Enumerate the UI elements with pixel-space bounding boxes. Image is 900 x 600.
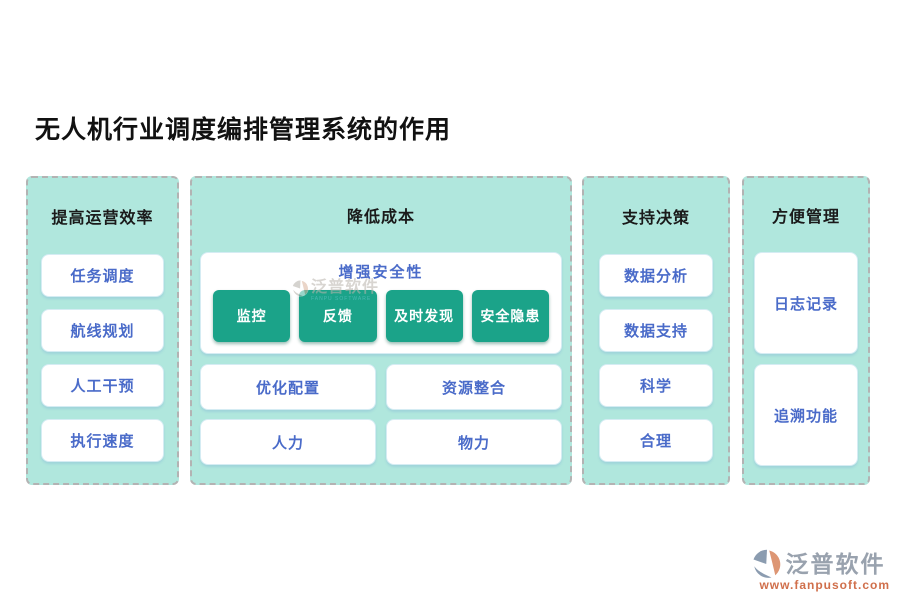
column-decision-support: 支持决策 数据分析 数据支持 科学 合理: [582, 176, 730, 485]
item-optimized-allocation: 优化配置: [200, 364, 376, 410]
item-reasonable: 合理: [599, 419, 713, 462]
item-manpower: 人力: [200, 419, 376, 465]
item-data-analysis: 数据分析: [599, 254, 713, 297]
fanpu-logo-icon: [752, 549, 782, 579]
button-timely-detection: 及时发现: [385, 290, 463, 342]
button-feedback: 反馈: [299, 290, 377, 342]
item-log-recording: 日志记录: [754, 252, 858, 354]
cost-row-1: 优化配置 资源整合: [200, 364, 562, 410]
column-cost-reduction: 降低成本 增强安全性 监控 反馈 及时发现 安全隐患 优化配置 资源整合 人力 …: [190, 176, 572, 485]
button-safety-hazard: 安全隐患: [471, 290, 549, 342]
item-traceability: 追溯功能: [754, 364, 858, 466]
brand-url: www.fanpusoft.com: [759, 578, 890, 592]
item-scientific: 科学: [599, 364, 713, 407]
column-header: 方便管理: [771, 209, 840, 226]
brand-name: 泛普软件: [785, 551, 886, 577]
button-monitoring: 监控: [213, 290, 291, 342]
column-header: 支持决策: [621, 210, 690, 227]
page-title: 无人机行业调度编排管理系统的作用: [35, 117, 452, 144]
item-execution-speed: 执行速度: [41, 419, 164, 462]
item-route-planning: 航线规划: [41, 309, 164, 352]
column-header: 降低成本: [346, 209, 415, 226]
cost-row-2: 人力 物力: [200, 419, 562, 465]
item-data-support: 数据支持: [599, 309, 713, 352]
column-items: 数据分析 数据支持 科学 合理: [584, 254, 728, 462]
item-resource-integration: 资源整合: [386, 364, 562, 410]
column-items: 任务调度 航线规划 人工干预 执行速度: [28, 254, 177, 462]
column-header: 提高运营效率: [51, 210, 154, 227]
item-task-scheduling: 任务调度: [41, 254, 164, 297]
safety-button-row: 监控 反馈 及时发现 安全隐患: [213, 290, 549, 342]
item-manual-intervention: 人工干预: [41, 364, 164, 407]
footer-brand: 泛普软件 www.fanpusoft.com: [752, 549, 890, 592]
column-easy-management: 方便管理 日志记录 追溯功能: [742, 176, 870, 485]
panel-title: 增强安全性: [338, 264, 424, 281]
column-items: 日志记录 追溯功能: [744, 252, 868, 466]
safety-panel: 增强安全性 监控 反馈 及时发现 安全隐患: [200, 252, 562, 354]
item-material-resources: 物力: [386, 419, 562, 465]
column-operational-efficiency: 提高运营效率 任务调度 航线规划 人工干预 执行速度: [26, 176, 179, 485]
column-body: 增强安全性 监控 反馈 及时发现 安全隐患 优化配置 资源整合 人力 物力: [192, 252, 570, 465]
brand-row: 泛普软件: [752, 549, 885, 579]
